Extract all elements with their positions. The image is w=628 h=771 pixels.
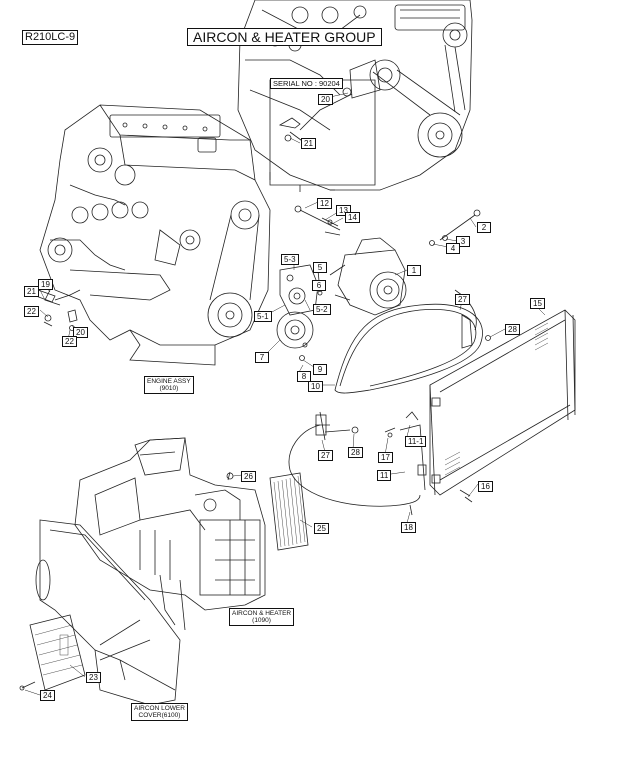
engine-assy-line1: ENGINE ASSY	[147, 378, 191, 385]
callout-1[interactable]: 1	[407, 265, 421, 276]
callout-21[interactable]: 21	[24, 286, 39, 297]
air-filter-drawing	[269, 472, 309, 551]
compressor-drawing	[276, 205, 483, 394]
aircon-heater-line2: (1090)	[252, 617, 271, 624]
callout-20-top[interactable]: 20	[318, 94, 333, 105]
callout-5[interactable]: 5	[313, 262, 327, 273]
callout-26[interactable]: 26	[241, 471, 256, 482]
aircon-heater-unit-drawing	[74, 437, 266, 631]
callout-6[interactable]: 6	[312, 280, 326, 291]
callout-16[interactable]: 16	[478, 481, 493, 492]
engine-assy-line2: (9010)	[159, 385, 179, 392]
callout-3[interactable]: 3	[456, 236, 470, 247]
callout-9[interactable]: 9	[313, 364, 327, 375]
engine-top-drawing	[237, 0, 473, 192]
lower-cover-label[interactable]: AIRCON LOWER COVER(6100)	[131, 703, 188, 721]
lower-cover-line2: COVER(6100)	[138, 712, 181, 719]
callout-8[interactable]: 8	[297, 371, 311, 382]
callout-17[interactable]: 17	[378, 452, 393, 463]
callout-11[interactable]: 11	[377, 470, 392, 481]
callout-21-top[interactable]: 21	[301, 138, 316, 149]
callout-27-b[interactable]: 27	[318, 450, 333, 461]
page-title: AIRCON & HEATER GROUP	[187, 28, 382, 46]
callout-12[interactable]: 12	[317, 198, 332, 209]
callout-19[interactable]: 19	[38, 279, 53, 290]
engine-assy-label[interactable]: ENGINE ASSY (9010)	[144, 376, 194, 394]
callout-22[interactable]: 22	[24, 306, 39, 317]
lower-cover-line1: AIRCON LOWER	[134, 705, 185, 712]
callout-15[interactable]: 15	[530, 298, 545, 309]
callout-28[interactable]: 28	[505, 324, 520, 335]
condenser-drawing	[288, 289, 576, 516]
callout-10[interactable]: 10	[308, 381, 323, 392]
aircon-heater-line1: AIRCON & HEATER	[232, 610, 292, 617]
callout-25[interactable]: 25	[314, 523, 329, 534]
callout-23[interactable]: 23	[86, 672, 101, 683]
model-label: R210LC-9	[22, 30, 79, 45]
callout-4[interactable]: 4	[446, 243, 460, 254]
callout-14[interactable]: 14	[345, 212, 360, 223]
callout-5-2[interactable]: 5-2	[313, 304, 331, 315]
serial-note: SERIAL NO : 90204	[270, 78, 343, 89]
callout-13[interactable]: 13	[336, 205, 351, 216]
engine-assy-drawing	[35, 104, 271, 366]
callout-18[interactable]: 18	[401, 522, 416, 533]
callout-22-b[interactable]: 22	[62, 336, 77, 347]
callout-5-1[interactable]: 5-1	[254, 311, 272, 322]
callout-2[interactable]: 2	[477, 222, 491, 233]
callout-11-1[interactable]: 11-1	[405, 436, 427, 447]
callout-7[interactable]: 7	[255, 352, 269, 363]
callout-24[interactable]: 24	[40, 690, 55, 701]
leader-lines	[24, 92, 546, 696]
callout-27[interactable]: 27	[455, 294, 470, 305]
callout-5-3[interactable]: 5-3	[281, 254, 299, 265]
callout-28-b[interactable]: 28	[348, 447, 363, 458]
callout-20[interactable]: 20	[73, 327, 88, 338]
aircon-heater-label[interactable]: AIRCON & HEATER (1090)	[229, 608, 295, 626]
